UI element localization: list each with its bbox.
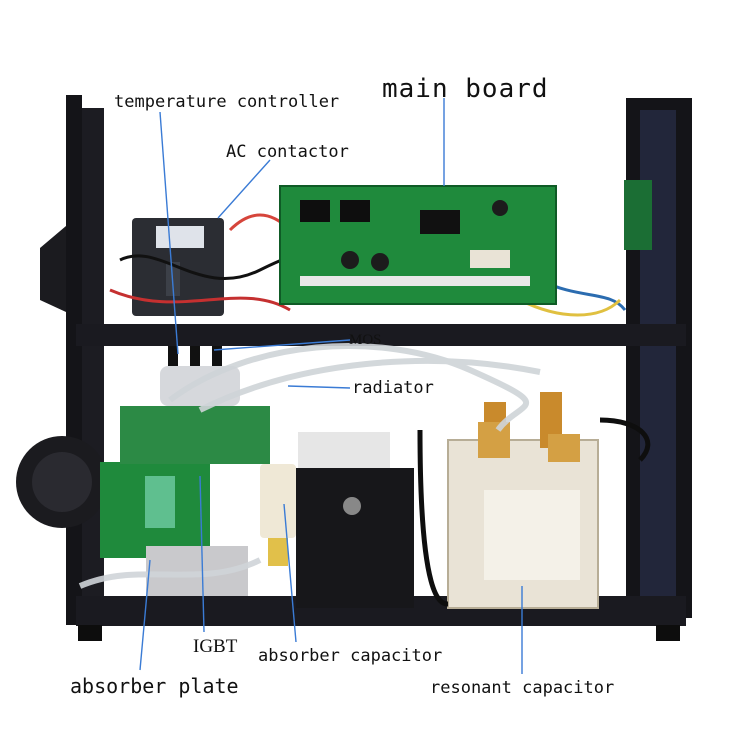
- copper-pipes: [417, 417, 651, 607]
- main-board-pcb: [279, 185, 557, 305]
- machine-frame: [40, 95, 692, 641]
- label-ac-contactor: AC contactor: [226, 142, 349, 162]
- leader-lines: [139, 98, 523, 674]
- label-main-board: main board: [382, 74, 549, 104]
- label-igbt: IGBT: [193, 636, 238, 657]
- resonant-capacitor-part: [447, 392, 599, 609]
- label-absorber-plate: absorber plate: [70, 674, 239, 698]
- igbt-module-part: [100, 406, 270, 558]
- label-radiator: radiator: [352, 378, 434, 398]
- side-pcb: [624, 180, 652, 250]
- label-resonant-capacitor: resonant capacitor: [430, 678, 615, 698]
- label-mos: MOS: [349, 332, 382, 348]
- absorber-capacitor-part: [260, 464, 296, 566]
- label-temperature-controller: temperature controller: [114, 92, 340, 112]
- hose-lines: [78, 343, 541, 589]
- label-absorber-capacitor: absorber capacitor: [258, 646, 443, 666]
- fan-part: [16, 436, 108, 528]
- capacitor-cylinder-part: [296, 432, 414, 608]
